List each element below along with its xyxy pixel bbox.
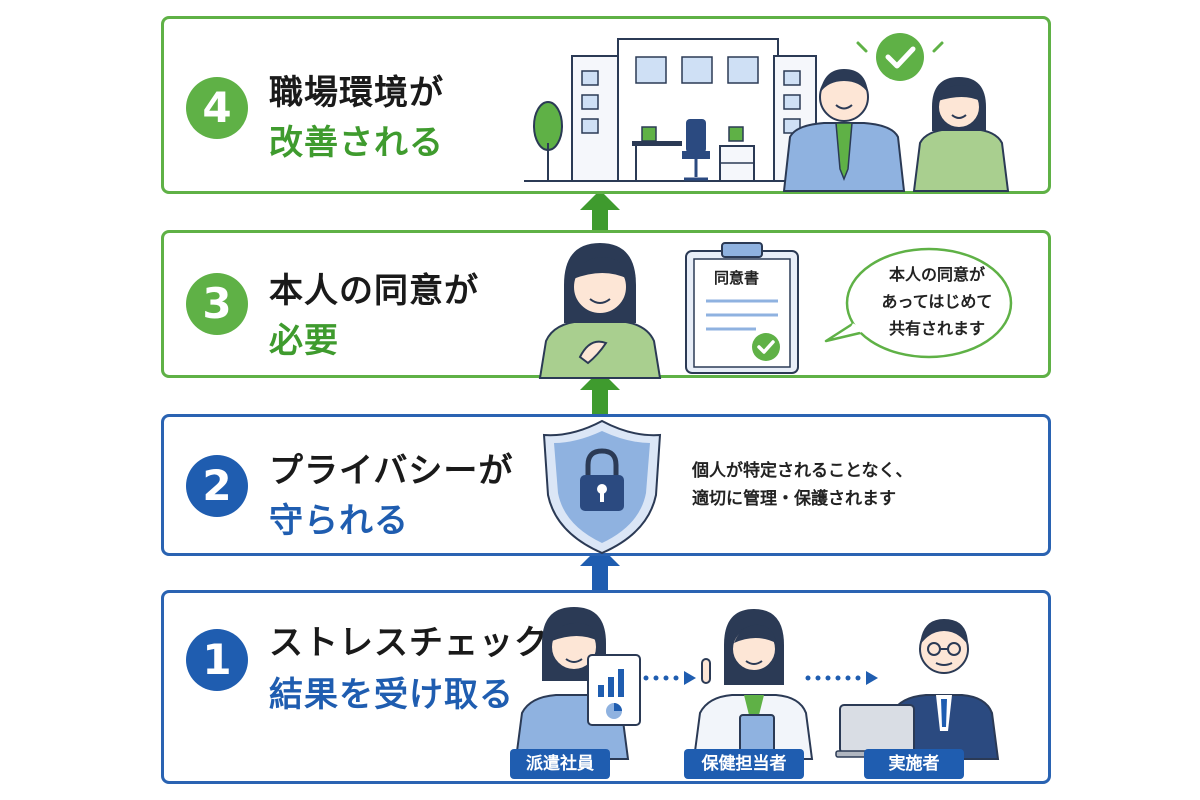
step-title-line2: 結果を受け取る xyxy=(269,675,514,715)
role-badge-health-staff: 保健担当者 xyxy=(684,749,804,779)
bubble-line: 共有されます xyxy=(888,319,985,338)
consent-form-title: 同意書 xyxy=(714,269,760,287)
consenting-woman-illustration xyxy=(538,243,662,379)
dotted-arrow-right-icon xyxy=(643,671,696,685)
step-1-card: 1 ストレスチェックの 結果を受け取る xyxy=(161,590,1051,784)
bubble-line: あってはじめて xyxy=(881,292,993,311)
step-number-badge: 3 xyxy=(186,273,248,335)
step-title-line2: 改善される xyxy=(269,123,444,163)
arrow-up-2 xyxy=(580,546,620,590)
step-title-line1: 職場環境が xyxy=(269,73,444,113)
role-badge-implementer: 実施者 xyxy=(864,749,964,779)
step-number-badge: 4 xyxy=(186,77,248,139)
step-title-line2: 必要 xyxy=(269,321,339,361)
arrow-up-4 xyxy=(580,190,620,234)
step-title-line2: 守られる xyxy=(269,501,409,541)
bubble-line: 本人の同意が xyxy=(888,265,985,284)
step-number-badge: 2 xyxy=(186,455,248,517)
step-4-card: 4 職場環境が 改善される xyxy=(161,16,1051,194)
arrow-up-3 xyxy=(580,370,620,414)
role-badge-temp-employee: 派遣社員 xyxy=(510,749,610,779)
speech-bubble xyxy=(824,247,1013,359)
happy-workers-illustration xyxy=(782,33,1010,192)
description-line: 適切に管理・保護されます xyxy=(692,489,896,509)
step-2-card: 2 プライバシーが 守られる 個人が特定されることなく、 適切に管理・保護されま… xyxy=(161,414,1051,556)
consent-form-icon xyxy=(685,242,799,374)
shield-lock-icon xyxy=(542,419,662,555)
implementer-with-laptop-illustration xyxy=(835,619,1000,760)
speech-bubble-text: 本人の同意が あってはじめて 共有されます xyxy=(857,261,1017,342)
health-staff-illustration xyxy=(692,609,814,760)
step-title-line1: プライバシーが xyxy=(269,451,514,491)
privacy-description: 個人が特定されることなく、 適切に管理・保護されます xyxy=(692,457,913,513)
office-building-illustration xyxy=(524,38,824,182)
description-line: 個人が特定されることなく、 xyxy=(692,461,913,481)
employee-with-report-illustration xyxy=(514,607,641,760)
dotted-arrow-right-icon xyxy=(805,671,878,685)
step-number-badge: 1 xyxy=(186,629,248,691)
step-title-line1: 本人の同意が xyxy=(269,271,479,311)
step-title-line1: ストレスチェックの xyxy=(269,623,584,663)
step-3-card: 3 本人の同意が 必要 同意書 本人の同意が あってはじめて 共有されます xyxy=(161,230,1051,379)
